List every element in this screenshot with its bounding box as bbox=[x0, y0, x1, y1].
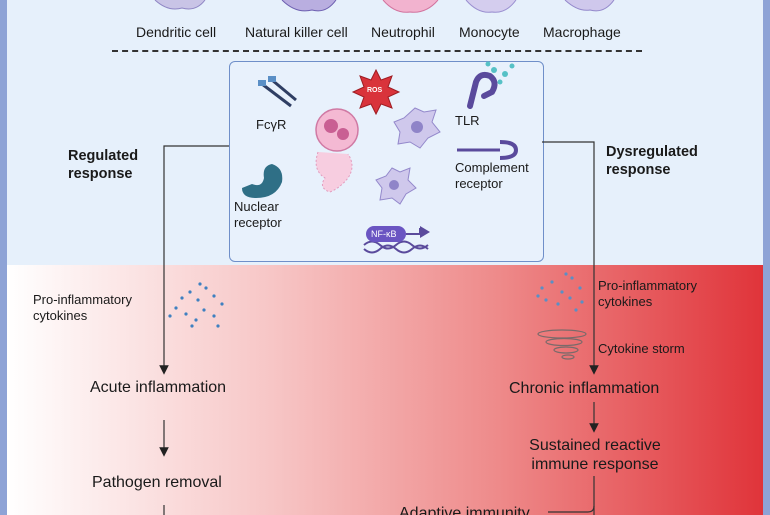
monocyte-center-icon bbox=[375, 167, 417, 205]
neutrophil-top-icon bbox=[382, 0, 439, 13]
fcgr-label: FcγR bbox=[256, 117, 287, 132]
dysregulated-cytokines-label: Pro-inflammatory cytokines bbox=[598, 278, 697, 309]
nuclear-receptor-icon bbox=[242, 164, 283, 198]
cytokine-dots-dysregulated bbox=[536, 272, 584, 312]
nfkb-label: NF-κB bbox=[371, 229, 397, 239]
neutrophil-center-icon bbox=[315, 108, 359, 193]
natural-killer-cell-label: Natural killer cell bbox=[245, 24, 348, 40]
tlr-receptor-icon bbox=[467, 61, 515, 109]
cytokine-storm-label: Cytokine storm bbox=[598, 341, 685, 356]
sustained-response-label: Sustained reactive immune response bbox=[529, 437, 661, 473]
complement-receptor-label: Complement receptor bbox=[455, 160, 529, 191]
chronic-inflammation-label: Chronic inflammation bbox=[509, 380, 660, 397]
cell-illustrations-top bbox=[154, 0, 615, 13]
dendritic-cell-icon bbox=[154, 0, 206, 10]
inflammation-gradient-panel bbox=[7, 265, 763, 515]
nuclear-receptor-label: Nuclear receptor bbox=[234, 199, 282, 230]
dysregulated-response-title: Dysregulated response bbox=[606, 144, 698, 178]
regulated-response-title: Regulated response bbox=[68, 148, 139, 182]
macrophage-center-icon bbox=[393, 107, 441, 149]
dendritic-cell-label: Dendritic cell bbox=[136, 24, 217, 40]
acute-inflammation-label: Acute inflammation bbox=[90, 379, 227, 396]
adaptive-immunity-label: Adaptive immunity bbox=[399, 505, 530, 515]
cytokine-storm-icon bbox=[537, 329, 587, 360]
macrophage-top-icon bbox=[564, 0, 615, 12]
tlr-label: TLR bbox=[455, 113, 480, 128]
fcgr-receptor-icon bbox=[258, 76, 297, 108]
nfkb-icon bbox=[363, 226, 430, 254]
cytokine-dots-regulated bbox=[168, 282, 224, 328]
left-frame-border bbox=[0, 0, 7, 515]
natural-killer-cell-icon bbox=[281, 0, 337, 12]
adaptive-immunity-connector bbox=[548, 505, 595, 513]
macrophage-label: Macrophage bbox=[543, 24, 621, 40]
dashed-divider bbox=[112, 50, 642, 52]
regulated-connector-arrow bbox=[159, 145, 229, 375]
ros-label: ROS bbox=[367, 87, 383, 94]
pathogen-removal-label: Pathogen removal bbox=[92, 474, 222, 491]
ros-burst-icon bbox=[351, 68, 401, 116]
monocyte-label: Monocyte bbox=[459, 24, 520, 40]
complement-receptor-icon bbox=[457, 140, 519, 160]
regulated-cytokines-label: Pro-inflammatory cytokines bbox=[33, 292, 132, 323]
dysregulated-connector-arrow bbox=[542, 141, 599, 375]
neutrophil-label: Neutrophil bbox=[371, 24, 435, 40]
monocyte-top-icon bbox=[465, 0, 517, 13]
right-frame-border bbox=[763, 0, 770, 515]
